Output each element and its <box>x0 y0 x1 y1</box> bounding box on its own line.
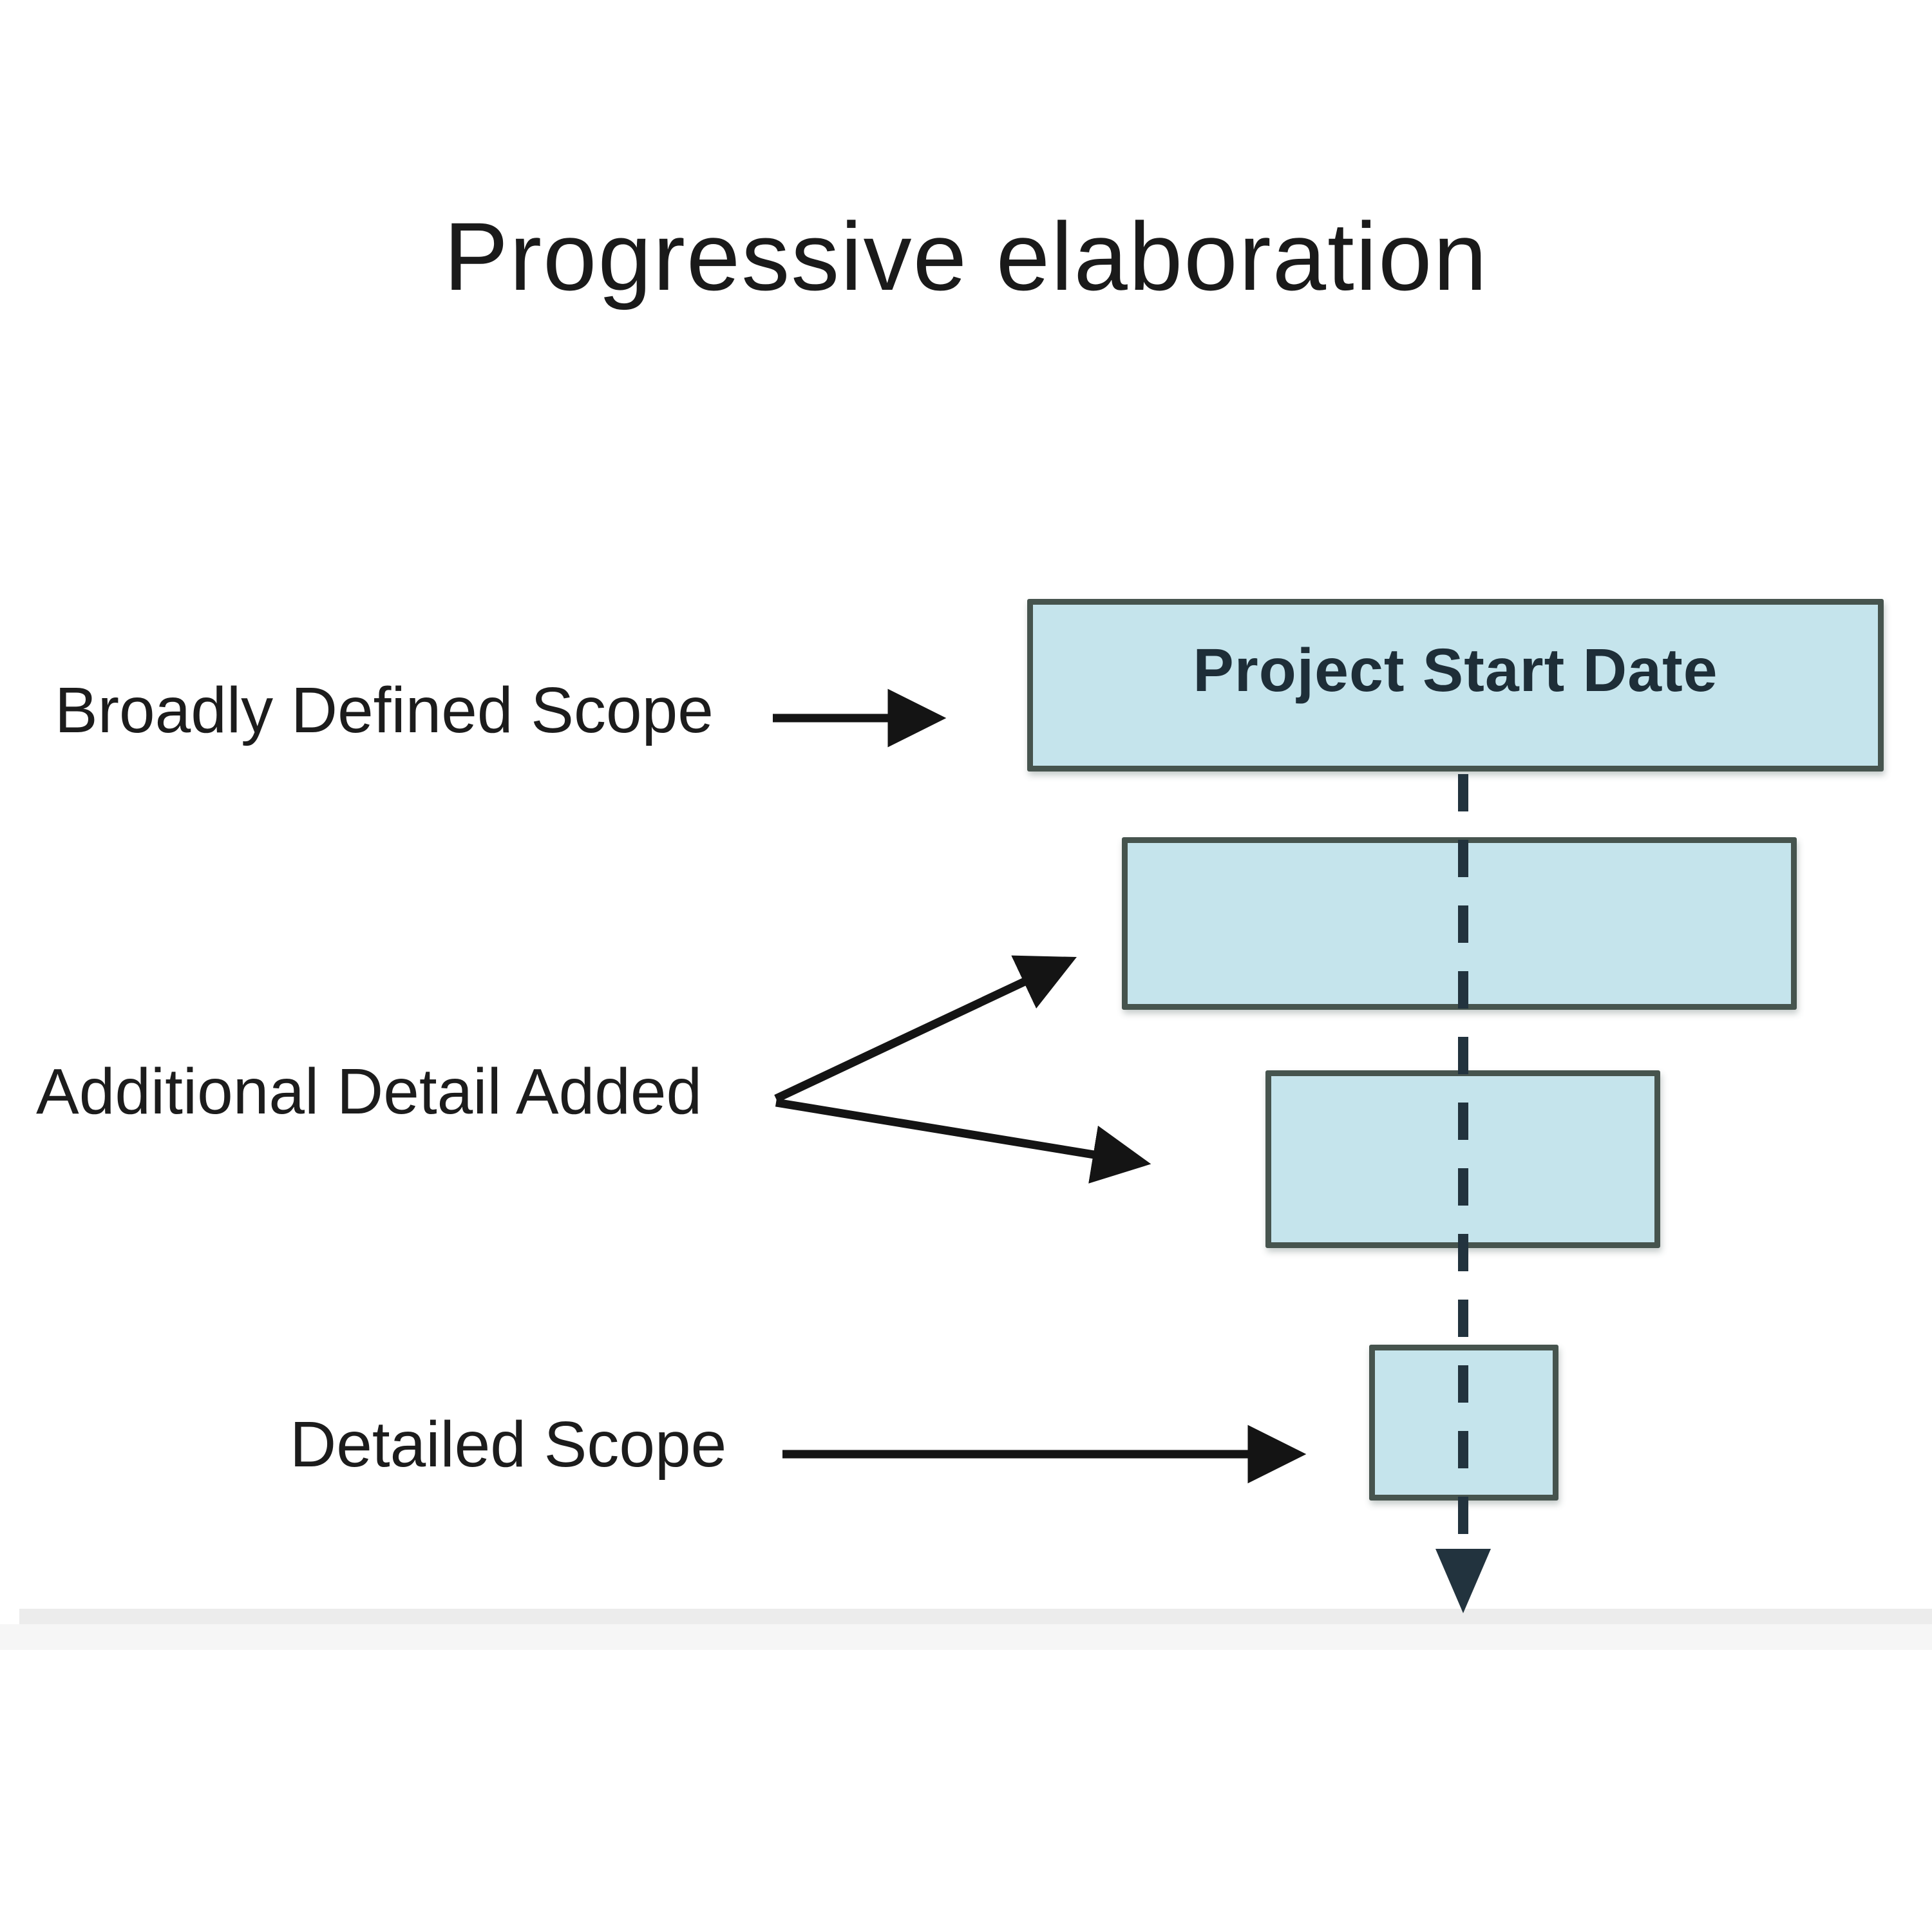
detailed-scope-label: Detailed Scope <box>290 1408 727 1481</box>
project-start-date-label: Project Start Date <box>1193 636 1718 705</box>
baseline-separator-soft <box>0 1624 1932 1650</box>
scope-box-third <box>1265 1070 1660 1248</box>
timeline-arrowhead <box>1435 1549 1491 1613</box>
additional-detail-added-label: Additional Detail Added <box>36 1056 703 1128</box>
diagram-title: Progressive elaboration <box>444 202 1488 310</box>
scope-box-second <box>1122 837 1797 1010</box>
additional-detail-upper-arrow <box>774 955 1077 1103</box>
scope-box-fourth <box>1369 1345 1558 1501</box>
additional-detail-lower-arrow <box>775 1098 1151 1184</box>
baseline-separator <box>19 1609 1932 1624</box>
broadly-defined-scope-label: Broadly Defined Scope <box>55 674 714 746</box>
project-start-date-box: Project Start Date <box>1027 599 1884 772</box>
